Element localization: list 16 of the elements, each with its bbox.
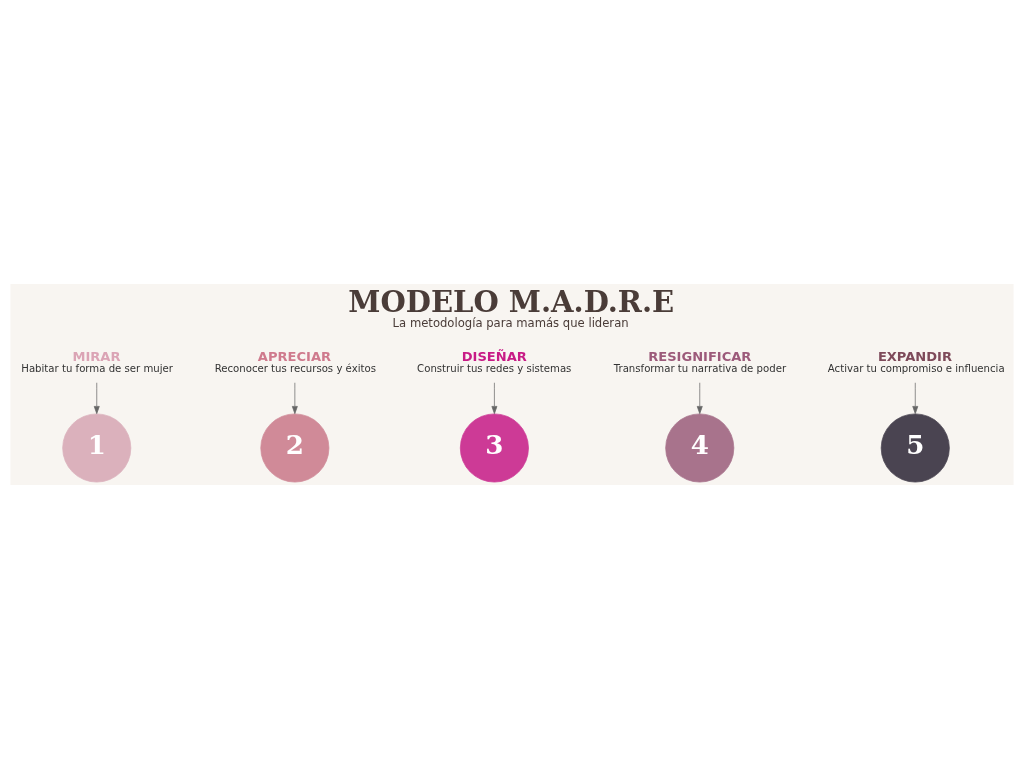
node-circle: 4: [665, 413, 735, 482]
arrow: [491, 381, 498, 414]
caption: La metodología para mamás que lideran: [392, 315, 629, 330]
arrow: [93, 381, 100, 414]
node-circle: 1: [62, 413, 132, 482]
arrow: [912, 381, 919, 414]
arrow: [696, 381, 703, 414]
node-circle: 2: [260, 413, 330, 482]
node-text: EXPANDIR Activar tu compromiso e influencia: [827, 348, 1005, 374]
node-text: MIRAR Habitar tu forma de ser mujer: [21, 348, 174, 374]
node-text: DISEÑAR Construir tus redes y sistemas: [417, 348, 572, 374]
node-circle: 3: [459, 413, 529, 482]
node-text: APRECIAR Reconocer tus recursos y éxitos: [214, 348, 376, 374]
node-text: RESIGNIFICAR Transformar tu narrativa de poder: [613, 348, 787, 374]
arrow: [291, 381, 298, 414]
node-circle: 5: [880, 413, 950, 482]
